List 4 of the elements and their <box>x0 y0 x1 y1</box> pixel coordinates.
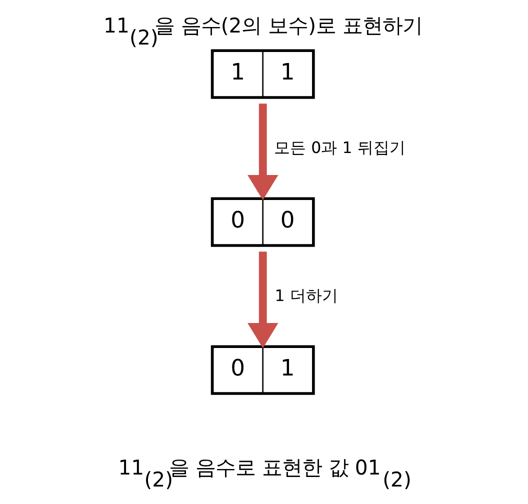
arrow <box>248 252 278 348</box>
edge-label: 1 더하기 <box>274 286 338 305</box>
arrow <box>248 104 278 200</box>
edge-label: 모든 0과 1 뒤집기 <box>274 138 406 157</box>
